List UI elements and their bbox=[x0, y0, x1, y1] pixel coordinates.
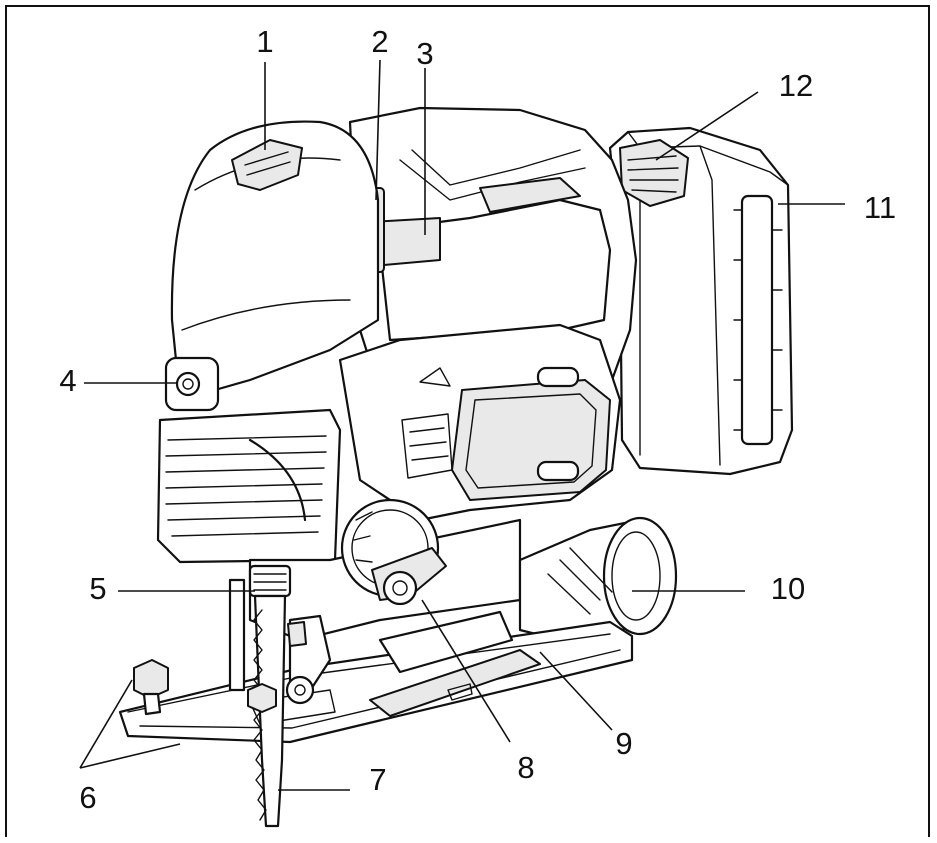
pendulum-selector bbox=[340, 498, 447, 606]
callout-8: 8 bbox=[517, 750, 534, 785]
leader-2 bbox=[375, 59, 381, 201]
callout-11: 11 bbox=[864, 190, 896, 225]
callout-7: 7 bbox=[369, 762, 386, 797]
leader-12 bbox=[655, 91, 759, 161]
callout-9: 9 bbox=[615, 726, 632, 761]
side-cover-panel bbox=[451, 379, 611, 501]
leader-lines bbox=[79, 59, 845, 791]
leader-9 bbox=[539, 651, 613, 731]
callout-5: 5 bbox=[89, 571, 106, 606]
callout-10: 10 bbox=[771, 571, 805, 606]
base-plate bbox=[118, 610, 634, 744]
vent-slots bbox=[165, 435, 327, 537]
callout-12: 12 bbox=[779, 68, 813, 103]
battery-side-panel bbox=[740, 194, 774, 446]
callout-4: 4 bbox=[59, 363, 76, 398]
leader-8 bbox=[421, 599, 511, 743]
callout-6: 6 bbox=[79, 780, 96, 815]
callout-1: 1 bbox=[256, 24, 273, 59]
figure-frame bbox=[5, 5, 930, 837]
battery-pack bbox=[608, 126, 794, 476]
leader-6a bbox=[79, 679, 133, 769]
tool-body bbox=[156, 106, 638, 642]
power-button bbox=[175, 371, 201, 397]
base-adjust-knobs bbox=[133, 659, 277, 716]
saw-blade bbox=[253, 594, 287, 828]
dust-extraction-port bbox=[518, 516, 678, 642]
callout-2: 2 bbox=[371, 24, 388, 59]
callout-labels: 1 2 3 4 5 6 7 8 9 10 11 12 bbox=[59, 24, 896, 815]
callout-3: 3 bbox=[416, 36, 433, 71]
leader-6b bbox=[79, 743, 181, 769]
